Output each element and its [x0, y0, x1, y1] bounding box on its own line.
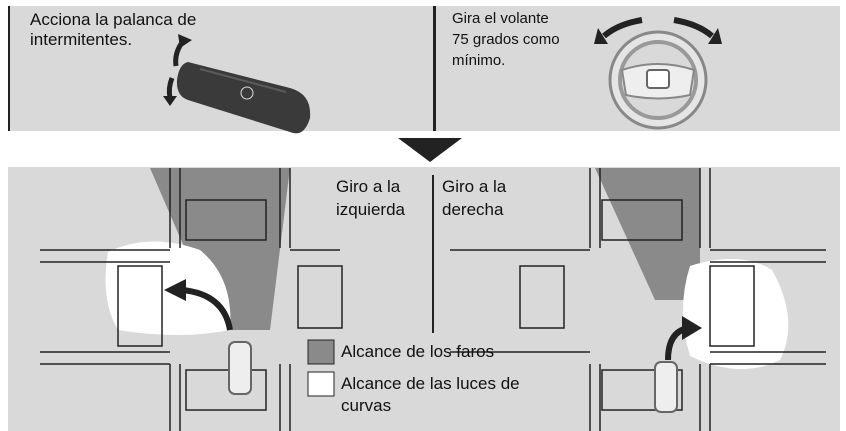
left-turn-heading-line2: izquierda [336, 200, 405, 219]
lever-caption-line1: Acciona la palanca de [30, 10, 197, 29]
down-arrow-icon [398, 138, 462, 162]
right-turn-heading-line1: Giro a la [442, 177, 507, 196]
wheel-right-arrow-icon [673, 17, 714, 39]
cornering-range-swatch [307, 371, 335, 397]
lever-down-arrow-icon [166, 77, 175, 99]
wheel-caption-line1: Gira el volante [452, 10, 549, 27]
lever-caption-line2: intermitentes. [30, 30, 133, 49]
turn-signal-lever-icon [176, 62, 311, 134]
left-turn-arrow-icon [181, 287, 233, 331]
steering-wheel-icon [608, 30, 708, 130]
left-turn-heading-line1: Giro a la [336, 177, 401, 196]
wheel-caption-line2: 75 grados como [452, 31, 560, 48]
left-intersection [40, 168, 343, 431]
cornering-range-label-line1: Alcance de las luces de [341, 374, 520, 393]
right-turn-heading-line2: derecha [442, 200, 504, 219]
headlight-range-swatch [307, 339, 335, 365]
wheel-left-arrow-icon [602, 17, 643, 39]
cornering-range-label-line2: curvas [341, 396, 392, 415]
wheel-caption-line3: mínimo. [452, 52, 506, 69]
right-intersection [450, 168, 826, 431]
headlight-range-label: Alcance de los faros [341, 342, 495, 361]
